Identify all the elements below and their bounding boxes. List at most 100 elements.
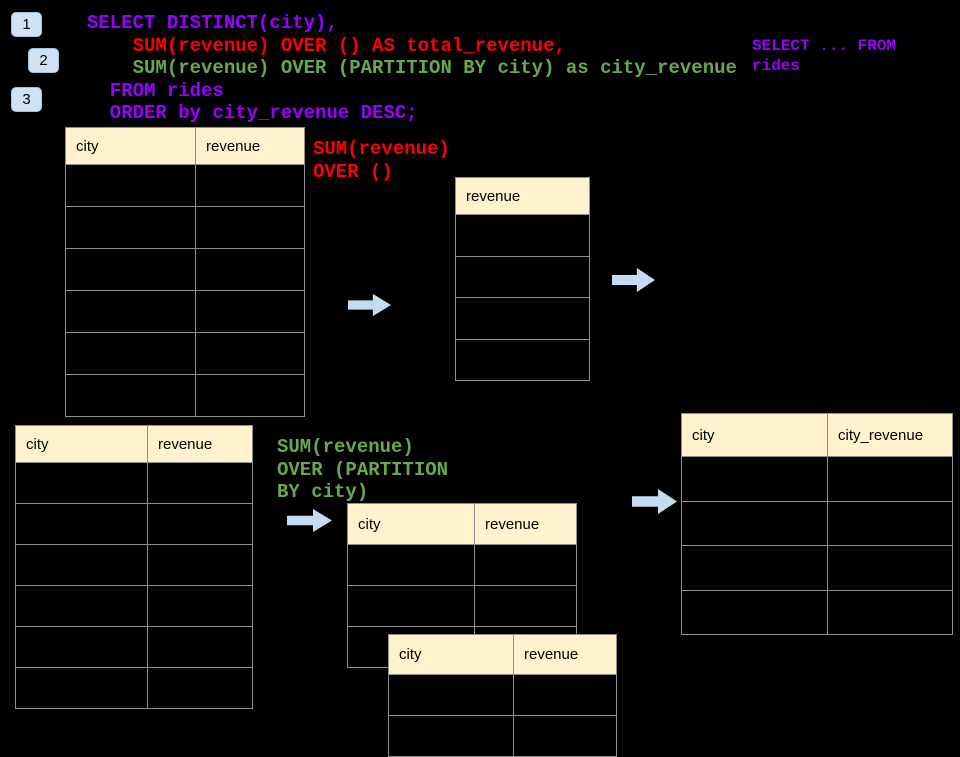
text-line: ORDER by city_revenue DESC; bbox=[87, 102, 418, 124]
sql-code-block: SELECT DISTINCT(city), SUM(revenue) OVER… bbox=[87, 12, 737, 125]
table-row bbox=[455, 214, 590, 257]
table-row bbox=[15, 503, 253, 545]
table-cell bbox=[827, 545, 953, 591]
table-cell bbox=[15, 544, 148, 586]
table-cell bbox=[65, 206, 196, 249]
table-row bbox=[681, 589, 953, 635]
table-cell bbox=[195, 248, 305, 291]
step-badge-label: 3 bbox=[22, 91, 31, 108]
table-row bbox=[65, 206, 305, 249]
table-row bbox=[15, 667, 253, 709]
table-cell bbox=[513, 715, 617, 757]
table-row bbox=[681, 500, 953, 546]
text-line: SUM(revenue) bbox=[313, 138, 450, 160]
text-line: SUM(revenue) OVER () AS total_revenue, bbox=[87, 34, 566, 57]
right-arrow-icon bbox=[348, 293, 392, 317]
table-cell bbox=[827, 456, 953, 502]
table-cell bbox=[65, 164, 196, 207]
table-row bbox=[65, 248, 305, 291]
table-row bbox=[388, 715, 617, 757]
column-header: revenue bbox=[455, 177, 590, 215]
table-cell bbox=[15, 626, 148, 668]
table-cell bbox=[15, 667, 148, 709]
table-cell bbox=[195, 374, 305, 417]
table-row bbox=[65, 332, 305, 375]
step-badge-2: 2 bbox=[28, 48, 59, 73]
step-badge-1: 1 bbox=[11, 12, 42, 37]
table-cell bbox=[513, 674, 617, 716]
table-header-row: revenue bbox=[455, 177, 590, 215]
table-cell bbox=[681, 545, 828, 591]
table-cell bbox=[147, 626, 253, 668]
table-cell bbox=[388, 674, 514, 716]
table-cell bbox=[827, 500, 953, 546]
column-header: city bbox=[681, 413, 828, 457]
table-row bbox=[681, 545, 953, 591]
text-line: OVER () bbox=[313, 160, 393, 183]
column-header: city_revenue bbox=[827, 413, 953, 457]
text-line: SELECT ... FROM bbox=[752, 37, 897, 55]
text-line: SUM(revenue) bbox=[277, 436, 414, 458]
side-note-select-from-rides: SELECT ... FROM rides bbox=[752, 36, 896, 76]
text-line: BY city) bbox=[277, 481, 369, 503]
table-cell bbox=[347, 544, 475, 586]
table-row bbox=[388, 674, 617, 716]
table-cell bbox=[65, 374, 196, 417]
table-total-revenue: revenue bbox=[455, 177, 590, 381]
table-row bbox=[347, 585, 577, 627]
table-cell bbox=[147, 544, 253, 586]
column-header: city bbox=[388, 634, 514, 675]
text-line: SUM(revenue) OVER (PARTITION BY city) as… bbox=[87, 57, 737, 79]
step-badge-label: 1 bbox=[22, 16, 31, 33]
table-cell bbox=[65, 248, 196, 291]
right-arrow-icon bbox=[287, 508, 333, 533]
column-header: city bbox=[65, 127, 196, 165]
table-row bbox=[15, 626, 253, 668]
table-cell bbox=[147, 462, 253, 504]
table-row bbox=[15, 585, 253, 627]
table-cell bbox=[147, 585, 253, 627]
column-header: city bbox=[15, 425, 148, 463]
table-cell bbox=[195, 332, 305, 375]
text-line: rides bbox=[752, 57, 801, 75]
annotation-sum-over-empty: SUM(revenue)OVER () bbox=[313, 138, 450, 183]
right-arrow-icon bbox=[632, 488, 678, 515]
table-row bbox=[681, 456, 953, 502]
table-cell bbox=[388, 715, 514, 757]
table-row bbox=[65, 290, 305, 333]
step-badge-3: 3 bbox=[11, 87, 42, 112]
table-row bbox=[15, 544, 253, 586]
right-arrow-icon bbox=[612, 267, 656, 293]
table-row bbox=[65, 374, 305, 417]
table-cell bbox=[455, 338, 590, 381]
table-cell bbox=[147, 503, 253, 545]
table-cell bbox=[15, 585, 148, 627]
text-line: SELECT DISTINCT(city), bbox=[87, 12, 338, 34]
table-cell bbox=[681, 500, 828, 546]
table-cell bbox=[195, 164, 305, 207]
table-row bbox=[15, 462, 253, 504]
table-cell bbox=[15, 503, 148, 545]
table-row bbox=[65, 164, 305, 207]
table-cell bbox=[455, 214, 590, 257]
text-line: OVER (PARTITION bbox=[277, 458, 449, 481]
table-cell bbox=[455, 255, 590, 298]
table-cell bbox=[474, 544, 577, 586]
table-cell bbox=[195, 290, 305, 333]
table-cell bbox=[827, 589, 953, 635]
table-cell bbox=[347, 585, 475, 627]
text-line: FROM rides bbox=[87, 79, 224, 102]
column-header: revenue bbox=[513, 634, 617, 675]
table-cell bbox=[681, 589, 828, 635]
table-row bbox=[347, 544, 577, 586]
table-cell bbox=[15, 462, 148, 504]
